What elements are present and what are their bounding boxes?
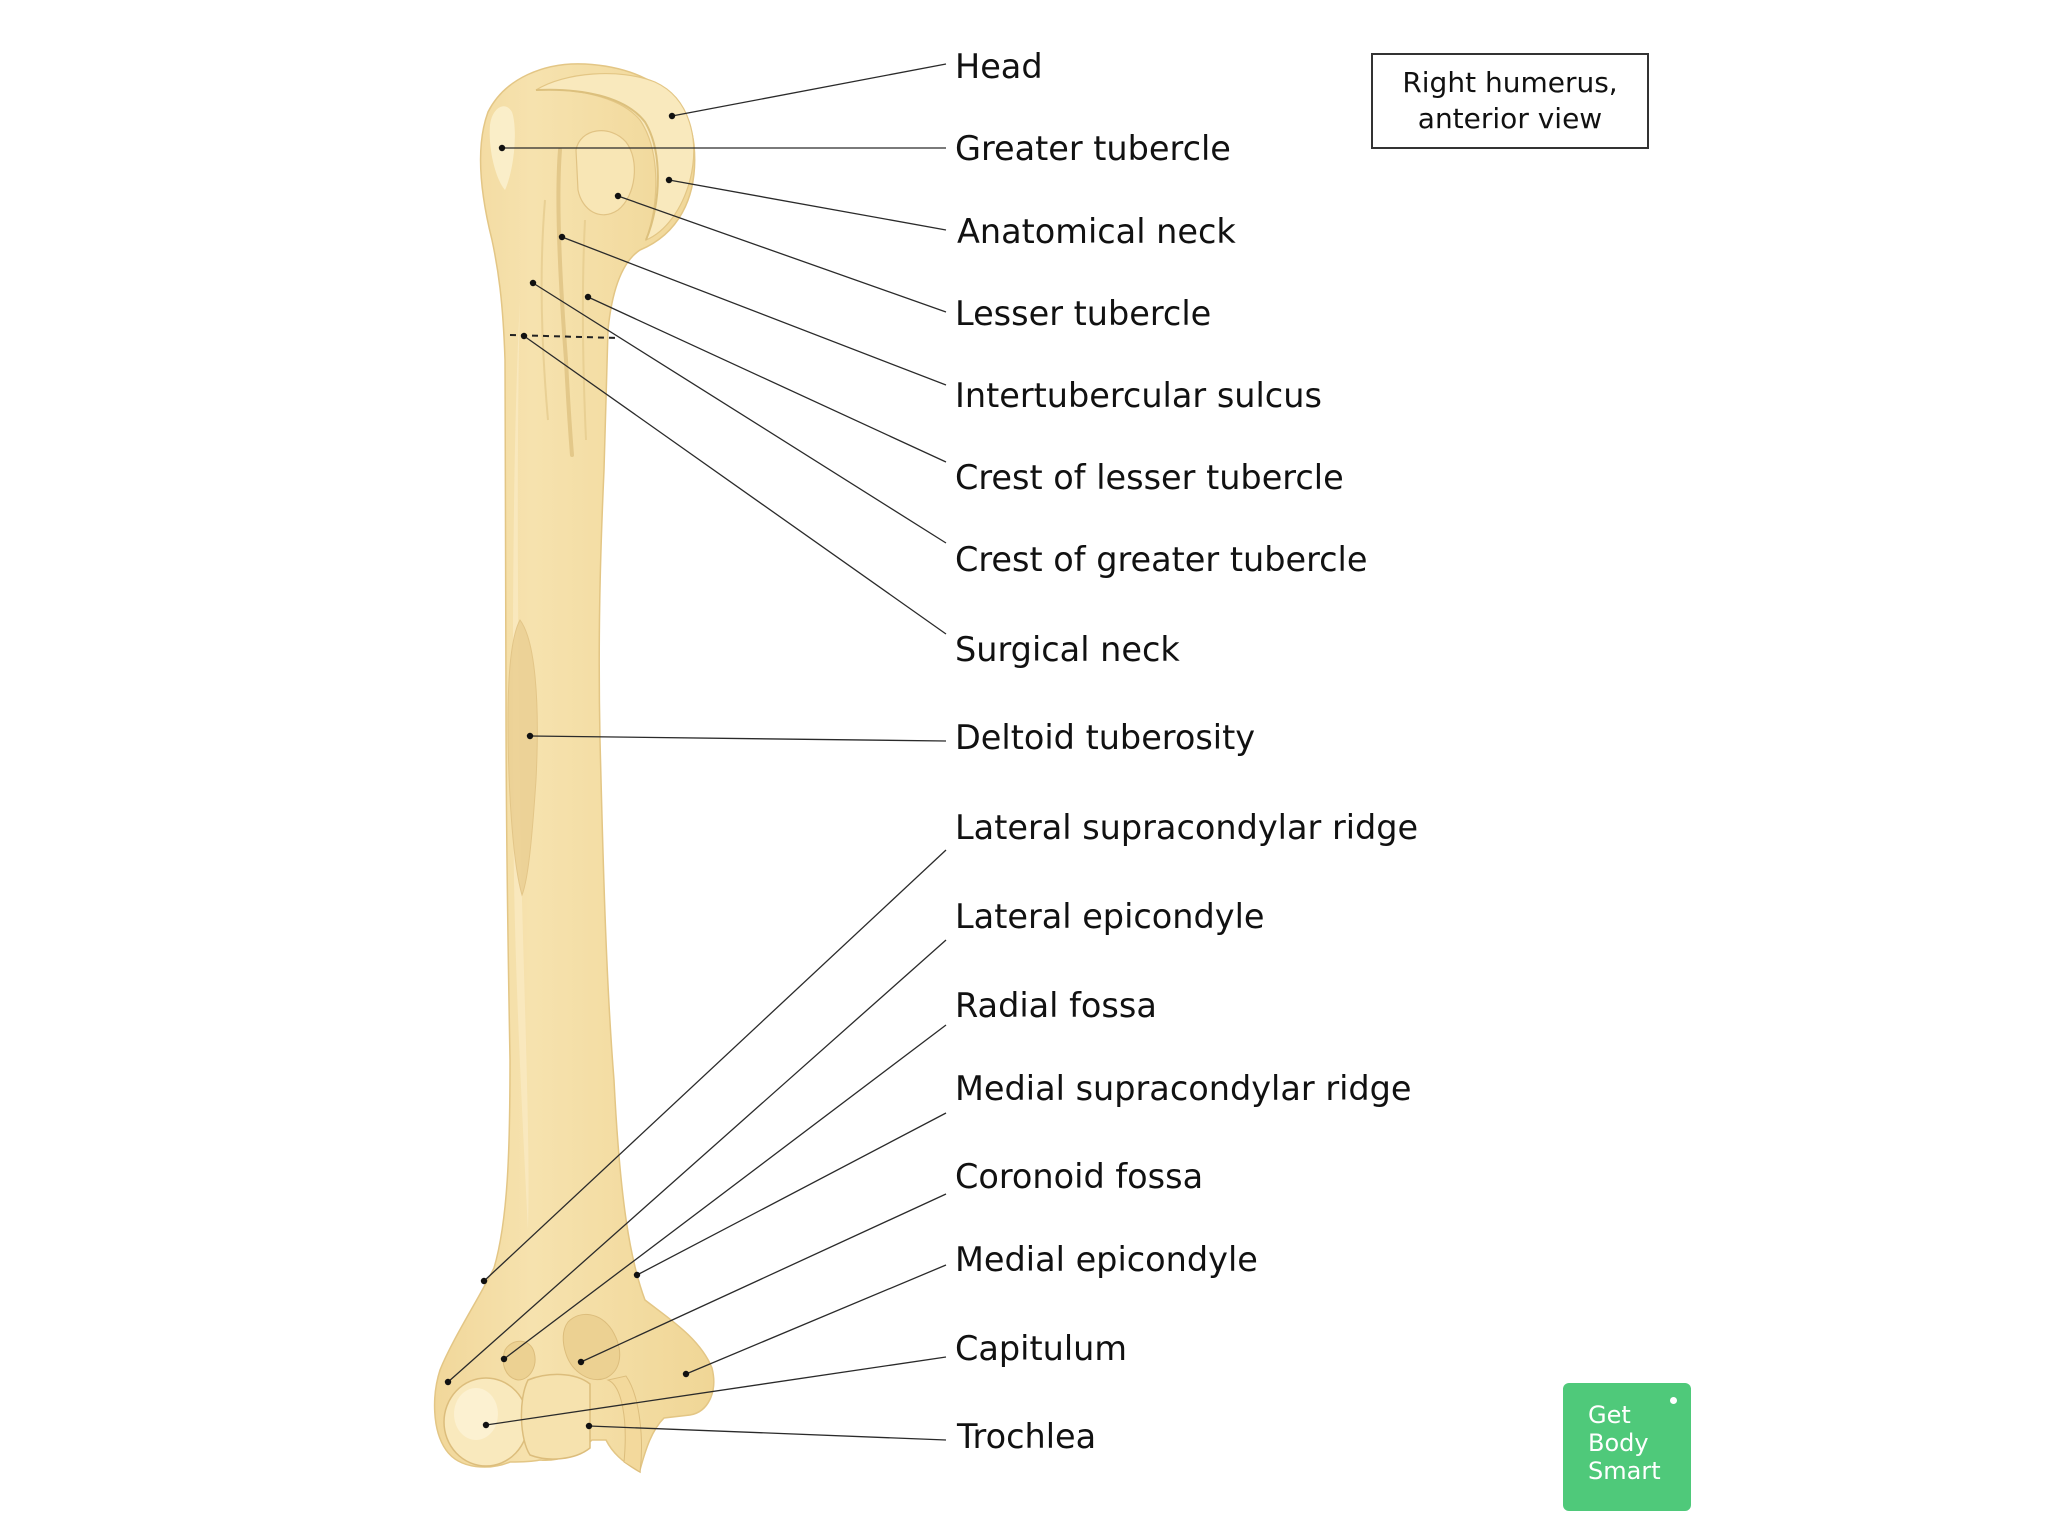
- dot-surgical-neck: [520, 332, 528, 340]
- label-deltoid-tuberosity: Deltoid tuberosity: [955, 718, 1255, 757]
- humeral-head-surface: [535, 72, 695, 242]
- label-head: Head: [955, 47, 1043, 86]
- dot-deltoid-tuberosity: [526, 732, 534, 740]
- capitulum-highlight: [454, 1388, 498, 1440]
- dot-lesser-tubercle: [614, 192, 622, 200]
- label-capitulum: Capitulum: [955, 1329, 1127, 1368]
- label-lateral-epicondyle: Lateral epicondyle: [955, 897, 1265, 936]
- dot-medial-epicondyle: [682, 1370, 690, 1378]
- leader-crest-of-lesser-tubercle: [587, 296, 947, 463]
- dot-greater-tubercle: [498, 144, 506, 152]
- leader-lesser-tubercle: [617, 195, 947, 313]
- dot-coronoid-fossa: [577, 1358, 585, 1366]
- dot-lateral-supracondylar-ridge: [480, 1277, 488, 1285]
- label-trochlea: Trochlea: [956, 1417, 1096, 1456]
- label-surgical-neck: Surgical neck: [955, 630, 1180, 669]
- radial-fossa-shape: [502, 1340, 536, 1381]
- logo-line-2: Body: [1588, 1429, 1649, 1457]
- title-line-2: anterior view: [1417, 102, 1603, 135]
- logo-line-1: Get: [1588, 1401, 1631, 1429]
- label-radial-fossa: Radial fossa: [955, 986, 1157, 1025]
- labels: Head Greater tubercle Anatomical neck Le…: [955, 47, 1418, 1456]
- label-anatomical-neck: Anatomical neck: [957, 212, 1236, 251]
- logo-line-3: Smart: [1588, 1457, 1661, 1485]
- label-lateral-supracondylar-ridge: Lateral supracondylar ridge: [955, 808, 1418, 847]
- leader-anatomical-neck: [668, 179, 947, 231]
- coronoid-fossa-shape: [562, 1314, 621, 1380]
- leader-capitulum: [485, 1356, 947, 1426]
- shaft-highlight: [512, 300, 529, 1230]
- getbodysmart-logo: Get Body Smart: [1563, 1383, 1691, 1511]
- leader-radial-fossa: [503, 1024, 947, 1360]
- dot-lateral-epicondyle: [444, 1378, 452, 1386]
- humerus-body: [433, 63, 715, 1474]
- surgical-neck-dashed-line: [509, 334, 619, 339]
- crest-lines: [540, 199, 587, 441]
- leader-coronoid-fossa: [580, 1193, 947, 1363]
- leader-lateral-supracondylar-ridge: [483, 849, 947, 1282]
- leader-medial-supracondylar-ridge: [636, 1112, 947, 1276]
- dot-medial-supracondylar-ridge: [633, 1271, 641, 1279]
- dot-anatomical-neck: [665, 176, 673, 184]
- label-coronoid-fossa: Coronoid fossa: [955, 1157, 1203, 1196]
- dot-radial-fossa: [500, 1355, 508, 1363]
- leader-intertubercular-sulcus: [561, 236, 947, 386]
- trochlea-shape: [520, 1373, 591, 1460]
- deltoid-tuberosity-shape: [507, 619, 538, 897]
- leader-surgical-neck: [523, 335, 947, 635]
- label-lesser-tubercle: Lesser tubercle: [955, 294, 1211, 333]
- leader-deltoid-tuberosity: [529, 735, 947, 742]
- label-medial-supracondylar-ridge: Medial supracondylar ridge: [955, 1069, 1412, 1108]
- leader-lines: [447, 63, 947, 1441]
- leader-lateral-epicondyle: [447, 939, 947, 1383]
- leader-crest-of-greater-tubercle: [532, 282, 947, 544]
- anatomical-neck-line: [535, 88, 659, 241]
- leader-medial-epicondyle: [685, 1264, 947, 1375]
- lesser-tubercle-shape: [575, 130, 636, 216]
- leader-trochlea: [588, 1425, 947, 1441]
- intertubercular-sulcus-groove: [556, 148, 574, 457]
- diagram-title-box: Right humerus, anterior view: [1371, 53, 1649, 149]
- dot-crest-of-lesser-tubercle: [584, 293, 592, 301]
- dot-intertubercular-sulcus: [558, 233, 566, 241]
- dot-head: [668, 112, 676, 120]
- trochlea-groove: [606, 1375, 642, 1473]
- label-greater-tubercle: Greater tubercle: [955, 129, 1231, 168]
- label-intertubercular-sulcus: Intertubercular sulcus: [955, 376, 1322, 415]
- logo-dot-icon: [1670, 1397, 1677, 1404]
- label-medial-epicondyle: Medial epicondyle: [955, 1240, 1258, 1279]
- dot-capitulum: [482, 1421, 490, 1429]
- dot-trochlea: [585, 1422, 593, 1430]
- label-crest-of-greater-tubercle: Crest of greater tubercle: [955, 540, 1367, 579]
- dot-crest-of-greater-tubercle: [529, 279, 537, 287]
- leader-head: [671, 63, 947, 117]
- anchor-dots: [444, 112, 690, 1430]
- label-crest-of-lesser-tubercle: Crest of lesser tubercle: [955, 458, 1344, 497]
- title-line-1: Right humerus,: [1402, 66, 1618, 99]
- humerus-bone: [433, 63, 715, 1474]
